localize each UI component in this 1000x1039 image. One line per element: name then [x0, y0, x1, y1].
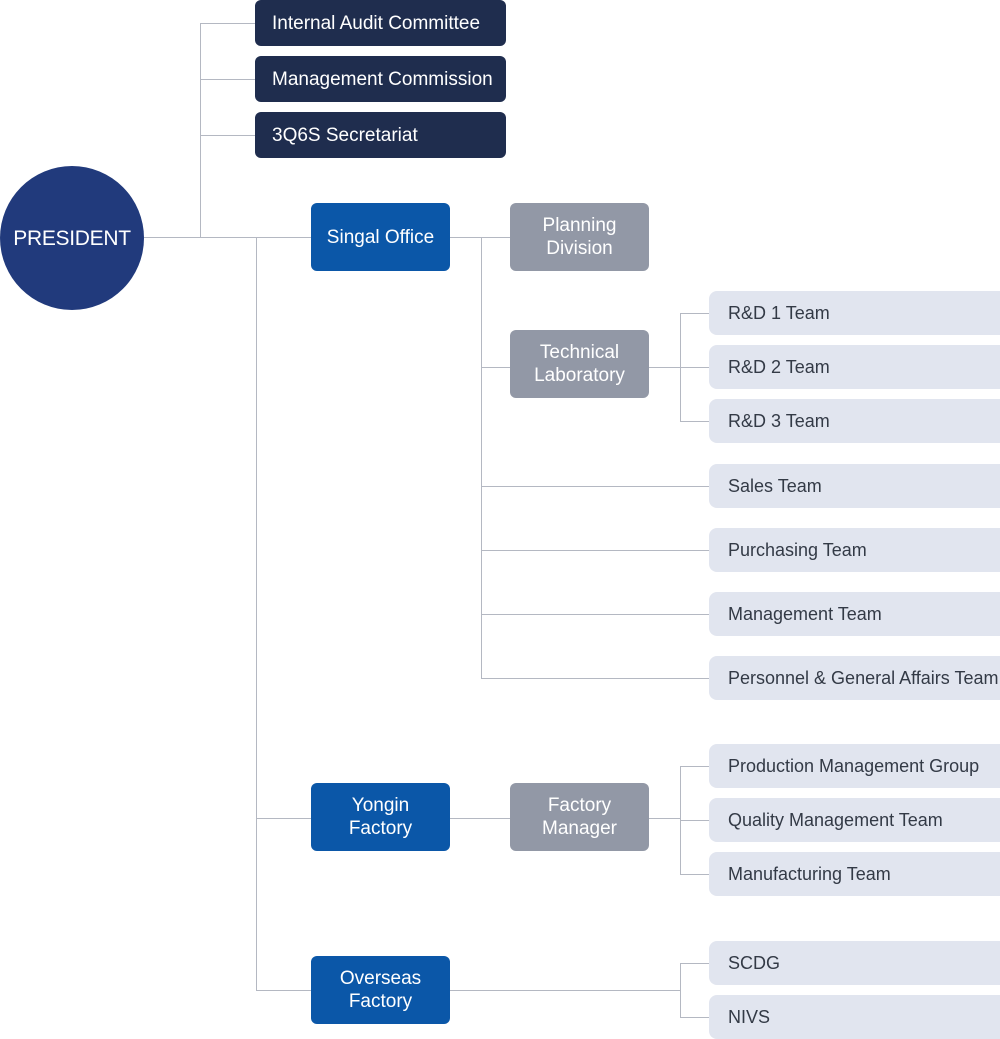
factory-manager-node: Factory Manager: [510, 783, 649, 851]
purchasing-team-node: Purchasing Team: [709, 528, 1000, 572]
internal-audit-committee-node: Internal Audit Committee: [255, 0, 506, 46]
overseas-factory-node: Overseas Factory: [311, 956, 450, 1024]
manufacturing-team-node: Manufacturing Team: [709, 852, 1000, 896]
management-team-node: Management Team: [709, 592, 1000, 636]
production-management-group-node: Production Management Group: [709, 744, 1000, 788]
rnd-3-team-node: R&D 3 Team: [709, 399, 1000, 443]
quality-management-team-node: Quality Management Team: [709, 798, 1000, 842]
yongin-factory-node: Yongin Factory: [311, 783, 450, 851]
management-commission-node: Management Commission: [255, 56, 506, 102]
president-node: PRESIDENT: [0, 166, 144, 310]
personnel-general-affairs-team-node: Personnel & General Affairs Team: [709, 656, 1000, 700]
rnd-2-team-node: R&D 2 Team: [709, 345, 1000, 389]
rnd-1-team-node: R&D 1 Team: [709, 291, 1000, 335]
scdg-node: SCDG: [709, 941, 1000, 985]
nivs-node: NIVS: [709, 995, 1000, 1039]
sales-team-node: Sales Team: [709, 464, 1000, 508]
planning-division-node: Planning Division: [510, 203, 649, 271]
singal-office-node: Singal Office: [311, 203, 450, 271]
3q6s-secretariat-node: 3Q6S Secretariat: [255, 112, 506, 158]
technical-laboratory-node: Technical Laboratory: [510, 330, 649, 398]
